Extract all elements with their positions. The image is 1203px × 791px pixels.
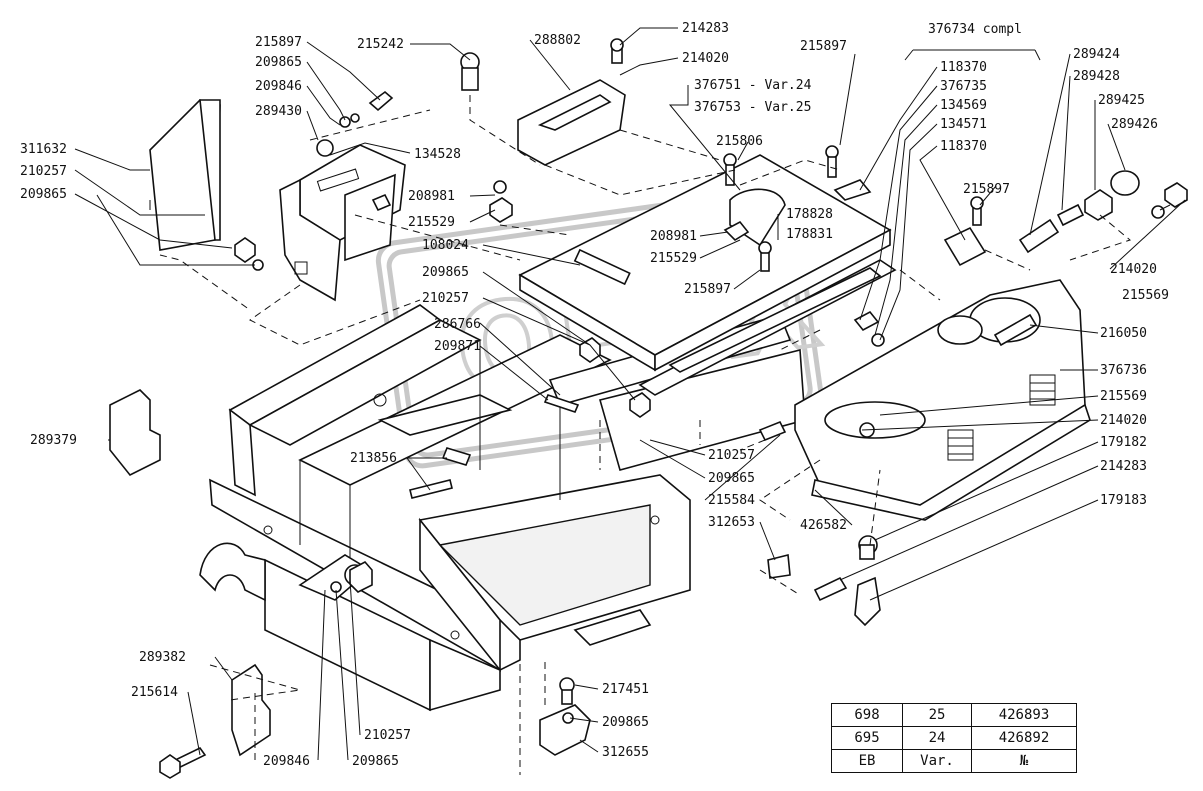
label-216050: 216050 [1100, 326, 1147, 341]
label-217451: 217451 [602, 682, 649, 697]
label-215806: 215806 [716, 134, 763, 149]
label-118370: 118370 [940, 60, 987, 75]
label-209846: 209846 [263, 754, 310, 769]
hood-376736 [794, 279, 1091, 521]
label-289430: 289430 [255, 104, 302, 119]
seat-holder-288802 [517, 79, 626, 166]
top-panel-376751 [518, 154, 897, 396]
label-134569: 134569 [940, 98, 987, 113]
table-cell: 426892 [971, 726, 1077, 750]
leader-lines [74, 27, 1186, 761]
label-289424: 289424 [1073, 47, 1120, 62]
label-210257: 210257 [708, 448, 755, 463]
label-209846: 209846 [255, 79, 302, 94]
label-209865: 209865 [352, 754, 399, 769]
table-row: 695 24 426892 [831, 726, 1077, 750]
label-288802: 288802 [534, 33, 581, 48]
label-210257: 210257 [364, 728, 411, 743]
label-215529: 215529 [650, 251, 697, 266]
table-cell: 24 [902, 726, 972, 750]
label-289428: 289428 [1073, 69, 1120, 84]
label-215242: 215242 [357, 37, 404, 52]
label-215897: 215897 [684, 282, 731, 297]
label-215614: 215614 [131, 685, 178, 700]
table-row: 698 25 426893 [831, 703, 1077, 727]
label-209865: 209865 [422, 265, 469, 280]
label-209865: 209865 [708, 471, 755, 486]
label-208981: 208981 [650, 229, 697, 244]
label-289426: 289426 [1111, 117, 1158, 132]
table-header-cell: № [971, 749, 1077, 773]
label-376736: 376736 [1100, 363, 1147, 378]
fasteners [159, 38, 1188, 779]
label-312653: 312653 [708, 515, 755, 530]
label-134571: 134571 [940, 117, 987, 132]
label-214283: 214283 [682, 21, 729, 36]
label-215897: 215897 [963, 182, 1010, 197]
panel-311632 [149, 99, 221, 251]
label-376751: 376751 - Var.24 [694, 78, 812, 93]
label-178828: 178828 [786, 207, 833, 222]
bracket-289382 [231, 663, 271, 757]
bracket-312655 [539, 704, 591, 756]
label-376734-compl: 376734 compl [928, 22, 1022, 37]
label-210257: 210257 [422, 291, 469, 306]
label-179183: 179183 [1100, 493, 1147, 508]
label-311632: 311632 [20, 142, 67, 157]
main-frame [199, 304, 806, 712]
label-376735: 376735 [940, 79, 987, 94]
label-376753: 376753 - Var.25 [694, 100, 811, 115]
label-215529: 215529 [408, 215, 455, 230]
part-labels: 215897 209865 209846 289430 215242 28880… [20, 21, 1169, 769]
table-row: EB Var. № [831, 749, 1077, 773]
label-179182: 179182 [1100, 435, 1147, 450]
table-cell: 698 [831, 703, 903, 727]
label-215897: 215897 [255, 35, 302, 50]
variant-table: 698 25 426893 695 24 426892 EB Var. № [831, 703, 1077, 773]
label-214020: 214020 [682, 51, 729, 66]
label-312655: 312655 [602, 745, 649, 760]
label-215569: 215569 [1100, 389, 1147, 404]
label-289379: 289379 [30, 433, 77, 448]
assembly-lines [159, 95, 1132, 775]
label-108024: 108024 [422, 238, 469, 253]
label-286766: 286766 [434, 317, 481, 332]
label-208981: 208981 [408, 189, 455, 204]
label-289382: 289382 [139, 650, 186, 665]
table-cell: 25 [902, 703, 972, 727]
table-cell: 695 [831, 726, 903, 750]
label-215584: 215584 [708, 493, 755, 508]
label-214283: 214283 [1100, 459, 1147, 474]
table-header-cell: EB [831, 749, 903, 773]
table-header-cell: Var. [902, 749, 972, 773]
bracket-289379 [109, 389, 161, 477]
label-178831: 178831 [786, 227, 833, 242]
label-289425: 289425 [1098, 93, 1145, 108]
label-426582: 426582 [800, 518, 847, 533]
label-209865: 209865 [602, 715, 649, 730]
label-118370: 118370 [940, 139, 987, 154]
dash-289430 [279, 139, 406, 302]
table-cell: 426893 [971, 703, 1077, 727]
label-209865: 209865 [255, 55, 302, 70]
label-214020: 214020 [1110, 262, 1157, 277]
label-215569: 215569 [1122, 288, 1169, 303]
label-213856: 213856 [350, 451, 397, 466]
label-209871: 209871 [434, 339, 481, 354]
label-215897: 215897 [800, 39, 847, 54]
label-214020: 214020 [1100, 413, 1147, 428]
label-134528: 134528 [414, 147, 461, 162]
label-209865: 209865 [20, 187, 67, 202]
label-210257: 210257 [20, 164, 67, 179]
